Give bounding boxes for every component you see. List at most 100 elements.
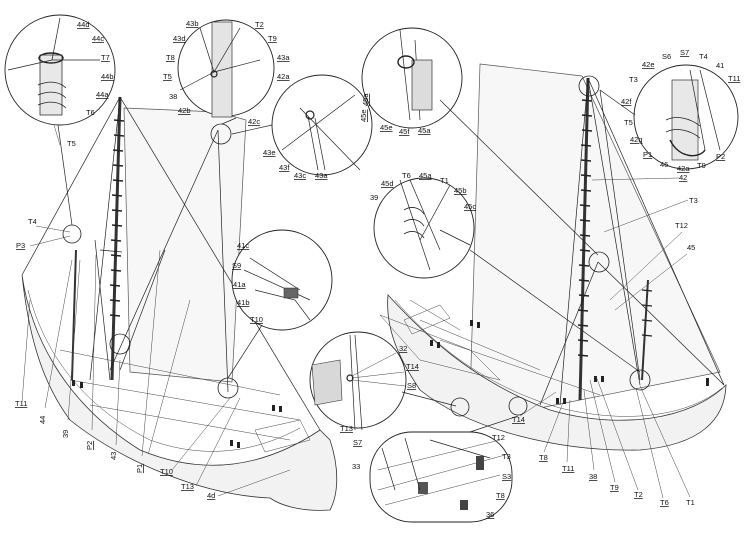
label-43d: 43d: [173, 34, 186, 43]
label-43c: 43c: [294, 171, 306, 180]
label-S7-detail: S7: [680, 48, 689, 57]
right-hull-cockpit: [379, 314, 501, 381]
right-detail-marker-stern: [450, 397, 470, 417]
label-T6-detail: T6: [86, 108, 95, 117]
label-42a-detail: 42a: [277, 72, 290, 81]
label-T5-left: T5: [67, 139, 76, 148]
left-detail-marker-top: [210, 123, 232, 145]
label-41c: 41c: [237, 241, 249, 250]
label-T1-right: T1: [686, 498, 695, 507]
label-38-right: 38: [589, 472, 597, 481]
label-T9-detail-right: T9: [697, 161, 706, 170]
label-T11-detail: T11: [728, 74, 740, 83]
label-42: 42: [679, 173, 687, 182]
right-boat-hull: [387, 294, 727, 451]
label-P1-left: P1: [135, 464, 144, 473]
label-45e: 45e: [380, 123, 393, 132]
label-T6-mid: T6: [402, 171, 411, 180]
left-sail-pointer: [147, 299, 191, 456]
label-T14-detail: T14: [406, 362, 419, 371]
label-42a-right: 42a: [677, 164, 690, 173]
label-S7-bottom: S7: [353, 438, 362, 447]
label-P2-detail: P2: [716, 152, 725, 161]
label-42g: 42g: [630, 135, 643, 144]
label-T13-bottom: T13: [340, 424, 353, 433]
detail-circle-43-closeup: [271, 74, 373, 176]
label-43b: 43b: [186, 19, 199, 28]
label-P3: P3: [16, 241, 25, 250]
label-45b: 45b: [454, 186, 467, 195]
label-44b: 44b: [101, 72, 114, 81]
label-T5-detail: T5: [163, 72, 172, 81]
label-T4-left: T4: [28, 217, 37, 226]
label-S3: S3: [502, 472, 511, 481]
label-T4-detail: T4: [699, 52, 708, 61]
label-41b: 41b: [237, 298, 250, 307]
label-42b: 42b: [178, 106, 191, 115]
left-boat-sail: [123, 107, 247, 383]
left-hull-bow-grate: [254, 419, 311, 453]
right-detail-marker-bow: [629, 369, 651, 391]
label-33: 33: [352, 462, 360, 471]
label-46: 46: [660, 160, 668, 169]
label-42e: 42e: [642, 60, 655, 69]
right-detail-marker-deck: [508, 396, 528, 416]
label-45e-vertical: 45e: [359, 109, 368, 122]
label-T8-detail: T8: [166, 53, 175, 62]
label-T11-left: T11: [15, 399, 27, 408]
label-43e: 43e: [263, 148, 276, 157]
left-boat-rigging: [21, 96, 321, 431]
label-44c: 44c: [92, 34, 104, 43]
detail-circle-42: [633, 64, 739, 170]
label-45a-vertical: 45a: [361, 93, 370, 106]
right-boat-sail: [469, 63, 721, 409]
right-boat-rigging: [539, 77, 725, 406]
label-43f: 43f: [279, 163, 290, 172]
label-leader-lines: [21, 124, 691, 499]
label-43a-detail: 43a: [277, 53, 290, 62]
label-41a: 41a: [233, 280, 246, 289]
label-T10-detail: T10: [250, 315, 263, 324]
label-36: 36: [486, 510, 494, 519]
right-detail-marker-mid: [588, 251, 610, 273]
right-boat-cleats: [430, 320, 709, 404]
right-boat: [379, 63, 727, 451]
label-45d: 45d: [381, 179, 394, 188]
left-hull-gunwale: [27, 289, 301, 452]
label-43: 43: [109, 452, 118, 460]
label-T1-mid: T1: [440, 176, 449, 185]
label-45: 45: [687, 243, 695, 252]
label-4d: 4d: [207, 491, 215, 500]
label-T2-right: T2: [634, 490, 643, 499]
left-boat-hull: [21, 274, 338, 511]
detail-circle-41: [231, 229, 333, 331]
label-T14-right: T14: [512, 415, 525, 424]
label-T3-bottom: T3: [502, 452, 511, 461]
label-T8-bottom: T8: [496, 491, 505, 500]
label-38-detail: 38: [169, 92, 177, 101]
label-T3-right: T3: [689, 196, 698, 205]
label-T3-detail: T3: [629, 75, 638, 84]
label-T8-right: T8: [539, 453, 548, 462]
right-hull-stern-grate: [403, 304, 451, 335]
right-hull-ribs: [409, 299, 601, 396]
label-42f: 42f: [621, 97, 632, 106]
label-T12-bottom: T12: [492, 433, 505, 442]
leader-lines: [57, 89, 641, 433]
label-44d: 44d: [77, 20, 90, 29]
detail-circle-45-top: [361, 27, 463, 129]
label-T7: T7: [101, 53, 110, 62]
label-42c: 42c: [248, 117, 260, 126]
label-39-left: 39: [61, 430, 70, 438]
label-S9: S9: [232, 261, 241, 270]
label-T11-right: T11: [562, 464, 574, 473]
label-T10-left: T10: [160, 467, 173, 476]
detail-circle-44: [4, 14, 116, 126]
label-S8: S8: [407, 381, 416, 390]
label-P1-detail: P1: [643, 150, 652, 159]
label-41: 41: [716, 61, 724, 70]
right-boat-hoops-small: [641, 289, 653, 337]
label-44a: 44a: [96, 90, 109, 99]
label-P2-left: P2: [85, 441, 94, 450]
label-T6-right: T6: [660, 498, 669, 507]
